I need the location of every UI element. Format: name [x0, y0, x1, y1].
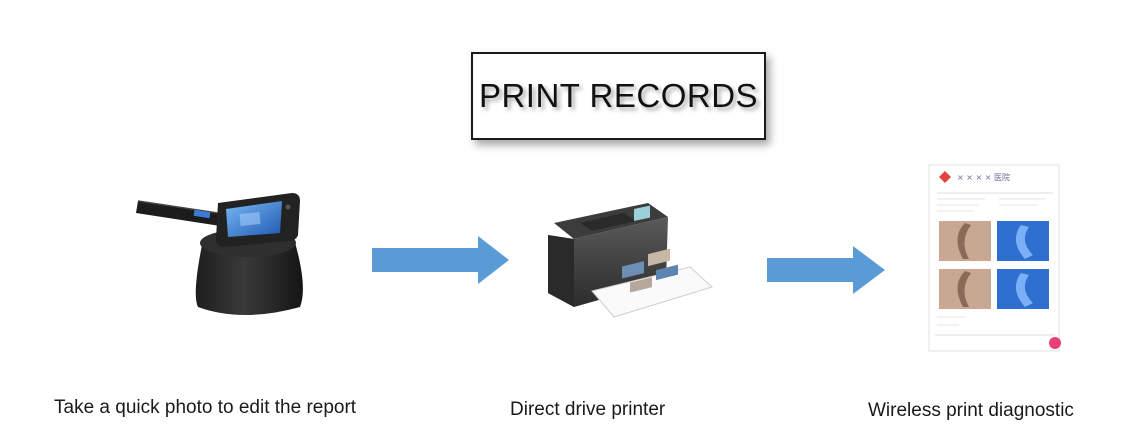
step-caption-diagnostic: Wireless print diagnostic: [868, 400, 1074, 421]
printer-icon: [548, 203, 713, 318]
step-caption-printer: Direct drive printer: [510, 399, 666, 420]
arrow-right-icon: [767, 246, 885, 294]
handheld-scanner-icon: [136, 193, 303, 315]
step-caption-photo: Take a quick photo to edit the report: [54, 397, 357, 418]
report-document-icon: × × × × 医院: [928, 164, 1061, 352]
report-header: × × × × 医院: [957, 172, 1010, 182]
arrow-right-icon: [372, 236, 509, 284]
title-box: PRINT RECORDS: [471, 52, 766, 140]
page-title: PRINT RECORDS: [478, 77, 759, 114]
